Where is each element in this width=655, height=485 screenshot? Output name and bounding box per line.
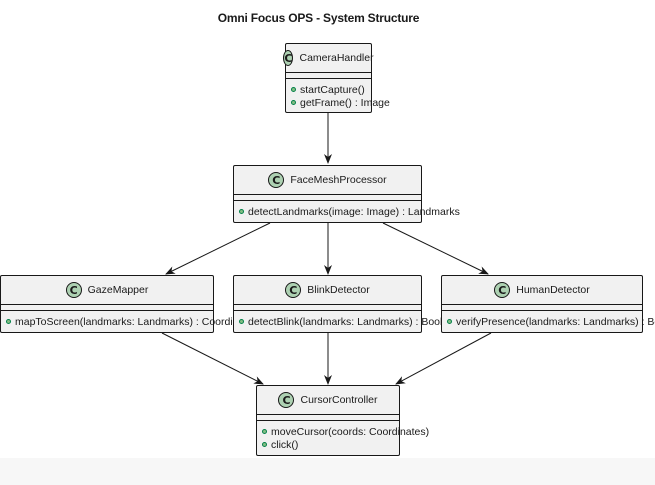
class-human-detector[interactable]: C HumanDetector verifyPresence(landmarks… [441,275,655,333]
separator [234,304,421,305]
class-name: FaceMeshProcessor [290,174,387,186]
separator [442,310,642,311]
class-face-mesh-processor[interactable]: C FaceMeshProcessor detectLandmarks(imag… [233,165,460,223]
class-badge-icon: C [494,282,511,298]
method-item: getFrame() : Image [291,96,390,109]
separator [286,72,371,73]
method-list: mapToScreen(landmarks: Landmarks) : Coor… [1,311,258,333]
class-gaze-mapper[interactable]: C GazeMapper mapToScreen(landmarks: Land… [0,275,258,333]
method-list: detectBlink(landmarks: Landmarks) : Bool… [234,311,460,333]
method-list: detectLandmarks(image: Image) : Landmark… [234,201,460,223]
diagram-title: Omni Focus OPS - System Structure [217,11,420,25]
arrow-facemesh-to-gazemapper [165,222,271,275]
class-name: CursorController [300,394,378,406]
public-method-icon [262,429,267,434]
class-badge-icon: C [278,392,295,408]
separator [286,78,371,79]
public-method-icon [291,87,296,92]
public-method-icon [262,442,267,447]
class-name: HumanDetector [516,284,590,296]
class-badge-icon: C [285,282,302,298]
class-camera-handler[interactable]: C CameraHandler startCapture() getFrame(… [283,43,390,114]
separator [1,310,213,311]
class-name: GazeMapper [87,284,149,296]
public-method-icon [239,319,244,324]
class-badge-icon: C [65,282,82,298]
method-item: click() [262,438,395,451]
class-name: CameraHandler [299,52,374,64]
separator [234,200,421,201]
separator [234,194,421,195]
public-method-icon [291,100,296,105]
method-list: startCapture() getFrame() : Image [286,79,390,114]
method-item: detectLandmarks(image: Image) : Landmark… [239,205,460,218]
page-bottom-band [0,458,655,485]
method-list: verifyPresence(landmarks: Landmarks) : B… [442,311,655,333]
class-blink-detector[interactable]: C BlinkDetector detectBlink(landmarks: L… [233,275,460,333]
method-item: moveCursor(coords: Coordinates) [262,425,429,438]
arrow-facemesh-to-humandetector [382,222,489,275]
method-item: detectBlink(landmarks: Landmarks) : Bool… [239,315,460,328]
public-method-icon [6,319,11,324]
separator [1,304,213,305]
arrow-humandetector-to-cursorcontroller [395,332,492,385]
method-item: startCapture() [291,83,367,96]
separator [257,420,399,421]
class-cursor-controller[interactable]: C CursorController moveCursor(coords: Co… [256,385,429,456]
separator [442,304,642,305]
class-badge-icon: C [268,172,285,188]
class-badge-icon: C [283,50,294,66]
public-method-icon [239,209,244,214]
class-name: BlinkDetector [307,284,370,296]
method-item: mapToScreen(landmarks: Landmarks) : Coor… [6,315,258,328]
arrow-gazemapper-to-cursorcontroller [161,332,264,385]
public-method-icon [447,319,452,324]
method-item: verifyPresence(landmarks: Landmarks) : B… [447,315,655,328]
method-list: moveCursor(coords: Coordinates) click() [257,421,429,456]
separator [234,310,421,311]
separator [257,414,399,415]
